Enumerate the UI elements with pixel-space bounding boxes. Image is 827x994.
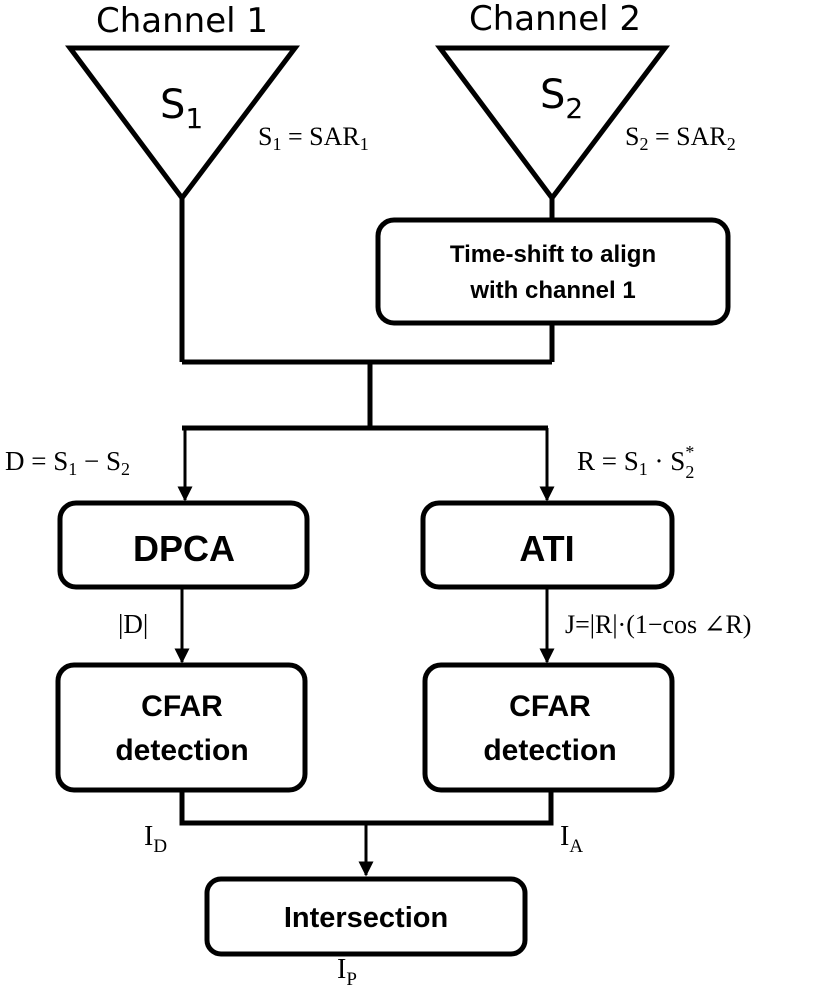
ati-label: ATI [519,528,574,569]
output-final-label: IP [337,954,357,990]
output-left-label: ID [144,821,167,857]
cfar-right-box [422,662,675,793]
channel-1-signal: S1 [160,82,203,135]
intersection-label: Intersection [284,902,448,934]
ati-output-label: J=|R|·(1−cos ∠R) [565,610,751,639]
dpca-label: DPCA [133,528,235,569]
channel-2-antenna [435,45,671,203]
timeshift-line1: Time-shift to align [450,241,656,268]
correlation-equation: R = S1 · S*2 [577,442,694,482]
timeshift-line2: with channel 1 [469,277,635,304]
cfar-left-box [55,662,308,793]
intersection-box [204,876,528,957]
cfar-right-line1: CFAR [509,690,591,723]
cfar-merge-wire [179,790,554,826]
channel-1-equation: S1 = SAR1 [258,122,369,154]
difference-equation: D = S1 − S2 [5,446,130,479]
timeshift-box [375,217,731,326]
channel-2-equation: S2 = SAR2 [625,122,736,154]
output-right-label: IA [560,821,583,857]
cfar-left-line2: detection [115,734,248,767]
dpca-output-label: |D| [118,609,148,639]
channel-2-label: Channel 2 [469,0,641,39]
channel-1-antenna [65,45,301,203]
channel-1-label: Channel 1 [96,1,268,41]
cfar-right-line2: detection [483,734,616,767]
channel-2-signal: S2 [540,72,583,125]
cfar-left-line1: CFAR [141,690,223,723]
